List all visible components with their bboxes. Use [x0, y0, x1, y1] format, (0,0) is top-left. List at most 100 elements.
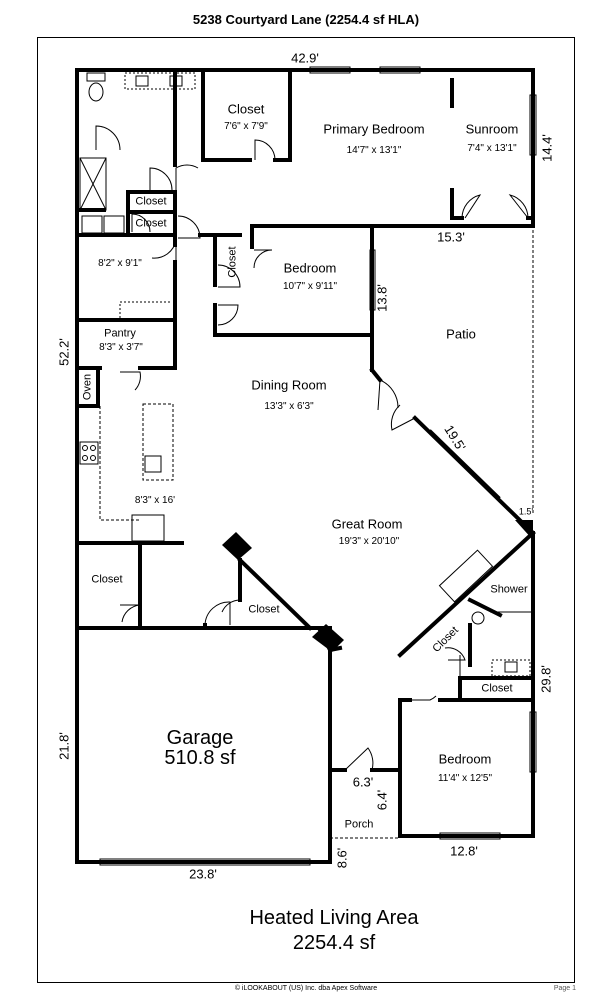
sink — [135, 75, 149, 87]
dim-porch-height: 6.4' — [374, 789, 390, 811]
diag-window — [429, 429, 501, 499]
dim-small: 1.5' — [518, 506, 534, 517]
exterior-left-wall — [75, 68, 332, 864]
patio-label: Patio — [446, 326, 476, 342]
fireplace — [312, 624, 344, 652]
shower-stall — [79, 157, 107, 211]
wall — [237, 557, 313, 631]
garage-area: 510.8 sf — [164, 747, 236, 769]
great-room-size: 19'3" x 20'10" — [338, 536, 400, 547]
vanity-right — [491, 659, 531, 677]
dim-garage-side: 21.8' — [56, 732, 72, 760]
cooktop — [79, 441, 99, 465]
primary-bedroom-label: Primary Bedroom — [323, 121, 425, 137]
counter — [119, 301, 172, 318]
pantry-label: Pantry — [104, 327, 136, 340]
washer — [81, 215, 103, 234]
exterior-top-wall — [75, 68, 535, 228]
dim-right: 29.8' — [538, 665, 554, 693]
pantry-size: 8'3" x 3'7" — [99, 342, 143, 353]
burner — [82, 445, 88, 451]
toilet — [88, 82, 104, 102]
dining-room-size: 13'3" x 6'3" — [264, 401, 314, 412]
sink-right — [504, 661, 518, 673]
toilet-tank — [86, 72, 106, 82]
closet-vertical-label: Closet — [226, 246, 239, 278]
bedroom-exterior-wall — [398, 698, 535, 838]
dim-left: 52.2' — [56, 338, 72, 366]
door-swing — [221, 599, 241, 613]
door-swing — [410, 695, 437, 701]
door-swing — [253, 249, 273, 269]
door-swing — [217, 264, 241, 288]
shower-label: Shower — [490, 583, 528, 596]
window — [439, 832, 501, 840]
sunroom-label: Sunroom — [465, 121, 519, 137]
hla-heading: Heated Living Area — [249, 907, 419, 929]
garage-door — [99, 858, 311, 866]
door-swing — [508, 194, 529, 219]
vanity — [124, 72, 196, 90]
door-swing — [120, 604, 141, 623]
footer-credit: © iLOOKABOUT (US) Inc. dba Apex Software — [234, 985, 378, 992]
door-swing — [95, 125, 121, 151]
door-swing — [390, 404, 416, 431]
corner-post — [515, 520, 533, 540]
door-swing — [377, 379, 381, 411]
kitchen-size: 8'3" x 16' — [134, 495, 176, 506]
garage-label: Garage — [166, 727, 234, 749]
door-swing — [254, 139, 276, 161]
kitchen-island — [142, 403, 174, 481]
dim-bedroom-bottom: 12.8' — [450, 843, 478, 859]
bedroom-br-label: Bedroom — [438, 751, 492, 767]
dim-garage-bottom: 23.8' — [189, 866, 217, 882]
shower-x — [79, 157, 107, 211]
hla-area: 2254.4 sf — [292, 932, 376, 954]
bedroom-br-size: 11'4" x 12'5" — [437, 773, 493, 784]
burner — [90, 455, 96, 461]
door-swing — [379, 379, 399, 409]
primary-bedroom-size: 14'7" x 13'1" — [346, 145, 402, 156]
dim-porch-width: 6.3' — [352, 774, 374, 790]
door-swing — [344, 747, 374, 771]
closet-b-label: Closet — [135, 217, 167, 230]
wall — [397, 530, 536, 658]
window — [309, 66, 351, 74]
closet-top-label: Closet — [227, 101, 265, 117]
door-swing — [149, 167, 173, 191]
great-room-label: Great Room — [331, 516, 403, 532]
closet-right-label: Closet — [481, 682, 513, 695]
closet-left-label: Closet — [91, 573, 123, 586]
door-swing — [177, 215, 201, 239]
door-swing — [120, 371, 141, 391]
window — [379, 66, 421, 74]
oven-label: Oven — [81, 373, 94, 401]
door-swing — [461, 194, 482, 219]
closet-a-label: Closet — [135, 195, 167, 208]
door-swing — [175, 164, 199, 190]
window — [369, 249, 376, 311]
dim-patio-top: 15.3' — [437, 229, 465, 245]
window — [529, 94, 537, 156]
dim-porch-bottom: 8.6' — [334, 847, 350, 869]
burner — [90, 445, 96, 451]
kitchen-counter — [99, 406, 140, 521]
door-swing — [131, 213, 151, 233]
bedroom-mid-size: 10'7" x 9'11" — [282, 281, 338, 292]
bedroom-mid-label: Bedroom — [283, 260, 337, 276]
door-swing — [151, 239, 177, 262]
dining-room-label: Dining Room — [251, 377, 327, 393]
door-swing — [217, 304, 239, 326]
toilet-right — [471, 611, 485, 625]
door-swing — [444, 647, 466, 661]
porch-label: Porch — [344, 818, 374, 831]
wall — [369, 367, 383, 383]
burner — [82, 455, 88, 461]
fridge — [131, 514, 165, 542]
page-title: 5238 Courtyard Lane (2254.4 sf HLA) — [192, 12, 420, 27]
page-number: Page 1 — [553, 985, 576, 992]
sunroom-size: 7'4" x 13'1" — [467, 143, 517, 154]
closet-center-label: Closet — [248, 603, 280, 616]
dim-sunroom-side: 14.4' — [539, 134, 555, 162]
